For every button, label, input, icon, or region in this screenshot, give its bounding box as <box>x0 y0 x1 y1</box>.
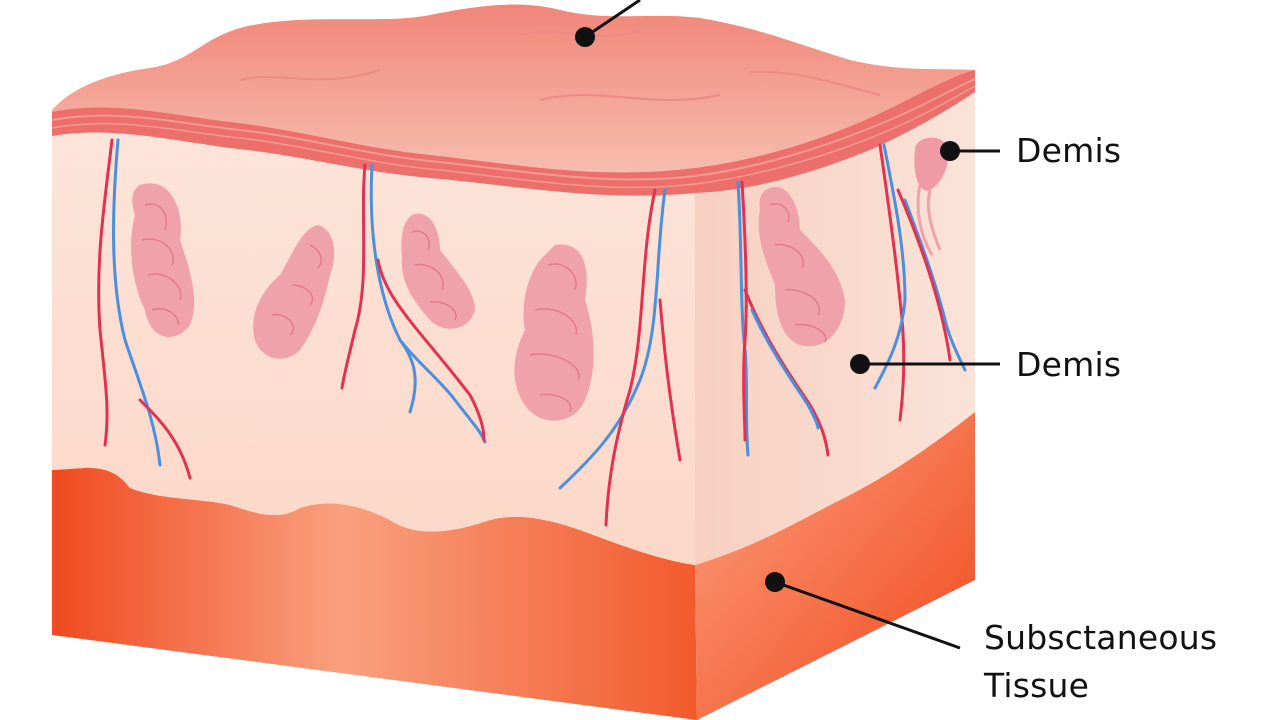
sweat-gland <box>401 213 475 329</box>
epidermis-wave <box>239 69 381 81</box>
epidermis-wave <box>749 70 881 96</box>
hair-follicle <box>914 137 949 256</box>
epidermis-band-line <box>51 85 976 189</box>
leader-dermis-mid <box>850 354 1000 374</box>
leader-dermis-top <box>940 141 1000 161</box>
label-subcutaneous-tissue: Subsctaneous Tissue <box>984 614 1274 710</box>
sweat-gland <box>514 244 594 421</box>
marker-icon <box>575 27 595 47</box>
epidermis-band <box>52 70 975 196</box>
marker-icon <box>850 354 870 374</box>
marker-icon <box>765 572 785 592</box>
sweat-gland <box>758 187 845 347</box>
sweat-gland <box>253 225 335 359</box>
leader-subcutaneous <box>765 572 961 650</box>
label-dermis-mid: Demis <box>1016 345 1122 384</box>
leader-epidermis <box>575 0 641 47</box>
marker-icon <box>940 141 960 161</box>
label-dermis-top: Demis <box>1016 131 1122 170</box>
epidermis-band-line <box>51 78 976 181</box>
dermis-front <box>52 127 695 566</box>
label-subcutaneous-line1: Subsctaneous <box>984 618 1218 657</box>
label-subcutaneous-line2: Tissue <box>984 666 1090 705</box>
epidermis-wave <box>539 94 721 101</box>
blood-vessels <box>97 138 967 527</box>
sweat-gland <box>131 183 195 337</box>
subcutaneous-front <box>52 467 697 720</box>
subcutaneous-side <box>695 412 975 720</box>
